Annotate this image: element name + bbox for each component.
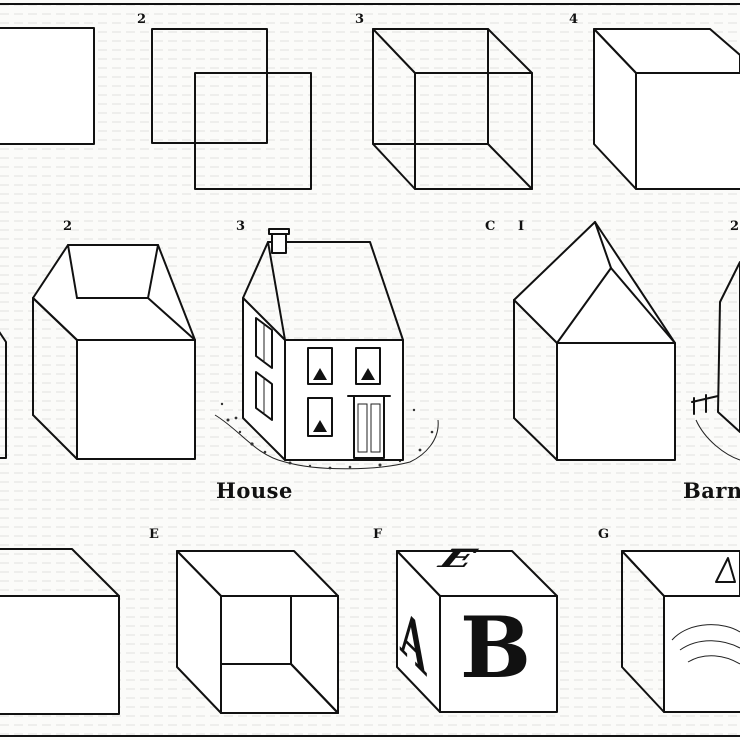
barn-illustration-partial — [691, 261, 740, 461]
barn-step-label-1: I — [518, 219, 525, 234]
box-label-e: E — [149, 527, 159, 542]
step-label-4: 4 — [569, 12, 579, 27]
step-label-3: 3 — [355, 12, 365, 27]
cube-step-1 — [0, 27, 95, 145]
house-caption: House — [216, 478, 293, 503]
section-label-c: C — [485, 219, 496, 234]
house-step-label-3: 3 — [236, 219, 246, 234]
block-letter-front: B — [460, 598, 531, 697]
cube-step-3 — [372, 28, 533, 190]
cube-step-2 — [151, 28, 312, 190]
barn-step-label-2: 2 — [730, 219, 740, 234]
wooden-box — [621, 550, 740, 713]
box-label-f: F — [373, 527, 383, 542]
box-label-g: G — [598, 527, 610, 542]
house-step-1 — [0, 331, 7, 459]
barn-step-1 — [513, 221, 676, 461]
house-step-label-2: 2 — [63, 219, 73, 234]
box-step-E — [176, 550, 339, 714]
box-step-D — [0, 548, 120, 715]
cube-step-4 — [593, 28, 740, 190]
alphabet-block — [396, 550, 558, 713]
step-label-2: 2 — [137, 12, 147, 27]
barn-caption: Barn — [683, 478, 740, 503]
house-step-2 — [32, 244, 196, 460]
house-illustration — [214, 228, 439, 470]
